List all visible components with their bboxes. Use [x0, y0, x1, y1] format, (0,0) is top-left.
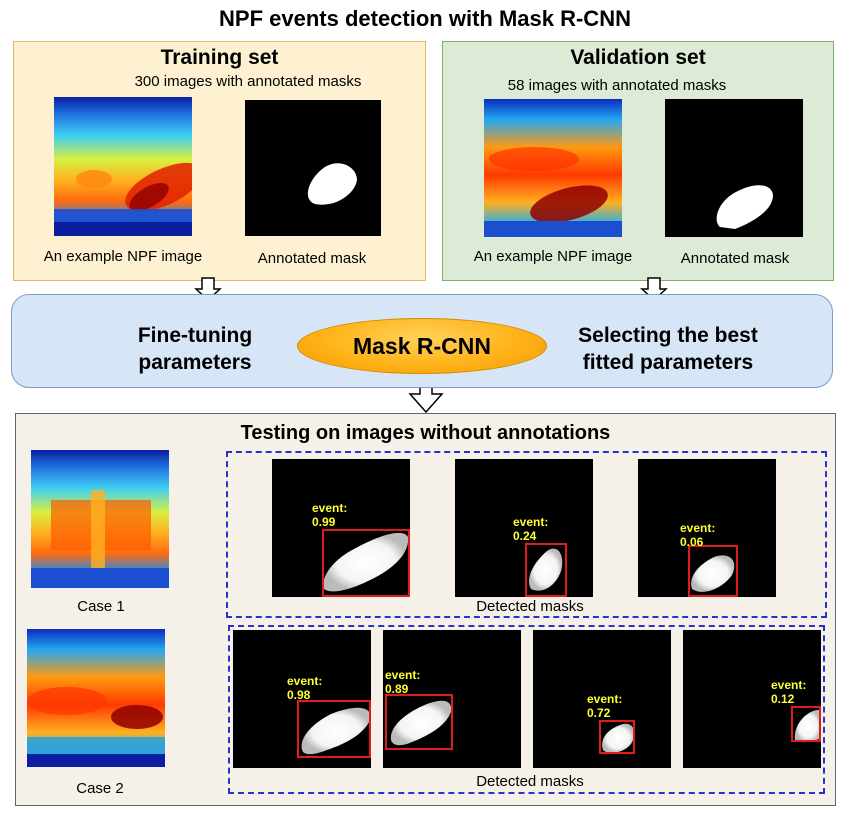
case1-mask-2: event:0.24 — [455, 459, 593, 597]
fine-tuning-line1: Fine-tuning — [137, 324, 253, 347]
testing-title: Testing on images without annotations — [240, 422, 611, 444]
case2-mask-2: event:0.89 — [383, 630, 521, 768]
training-example-caption: An example NPF image — [43, 248, 203, 265]
validation-set-subtitle: 58 images with annotated masks — [507, 77, 727, 94]
validation-annotated-mask — [665, 99, 803, 237]
case1-mask-3: event:0.06 — [638, 459, 776, 597]
case2-mask-4-label: event:0.12 — [771, 678, 807, 706]
selecting-params-text: Selecting the best fitted parameters — [548, 322, 788, 376]
training-annotated-mask — [245, 100, 381, 236]
validation-example-caption: An example NPF image — [473, 248, 633, 265]
case2-mask-4: event:0.12 — [683, 630, 821, 768]
case2-npf-image — [27, 629, 165, 767]
case2-detected-masks-box — [228, 625, 825, 794]
mask-rcnn-ellipse: Mask R-CNN — [297, 318, 547, 374]
case2-mask-2-box — [385, 694, 453, 750]
training-mask-caption: Annotated mask — [257, 250, 367, 267]
case2-mask-3-box — [599, 720, 635, 754]
validation-mask-caption: Annotated mask — [680, 250, 790, 267]
case1-mask-3-label: event:0.06 — [680, 521, 716, 549]
case2-mask-1: event:0.98 — [233, 630, 371, 768]
case1-detected-masks-box — [226, 451, 827, 618]
fine-tuning-line2: parameters — [138, 351, 252, 374]
training-set-title: Training set — [160, 46, 279, 69]
case1-mask-3-box — [688, 545, 738, 597]
case1-mask-1: event:0.99 — [272, 459, 410, 597]
selecting-line1: Selecting the best — [578, 324, 758, 347]
case2-detected-label: Detected masks — [476, 773, 584, 790]
case1-npf-image — [31, 450, 169, 588]
case1-label: Case 1 — [77, 598, 125, 615]
case2-mask-1-label: event:0.98 — [287, 674, 323, 702]
validation-npf-image — [484, 99, 622, 237]
case1-mask-2-label: event:0.24 — [513, 515, 549, 543]
case1-mask-1-label: event:0.99 — [312, 501, 348, 529]
training-npf-image — [54, 97, 192, 236]
case2-mask-4-box — [791, 706, 821, 742]
case2-mask-1-box — [297, 700, 371, 758]
case1-mask-1-box — [322, 529, 410, 597]
case1-mask-2-box — [525, 543, 567, 597]
case2-label: Case 2 — [76, 780, 124, 797]
page-title: NPF events detection with Mask R-CNN — [219, 6, 631, 31]
case2-mask-3: event:0.72 — [533, 630, 671, 768]
training-set-subtitle: 300 images with annotated masks — [134, 73, 362, 90]
case2-mask-3-label: event:0.72 — [587, 692, 623, 720]
selecting-line2: fitted parameters — [582, 351, 754, 374]
case1-detected-label: Detected masks — [476, 598, 584, 615]
fine-tuning-text: Fine-tuning parameters — [95, 322, 295, 376]
validation-set-title: Validation set — [570, 46, 706, 69]
case2-mask-2-label: event:0.89 — [385, 668, 421, 696]
